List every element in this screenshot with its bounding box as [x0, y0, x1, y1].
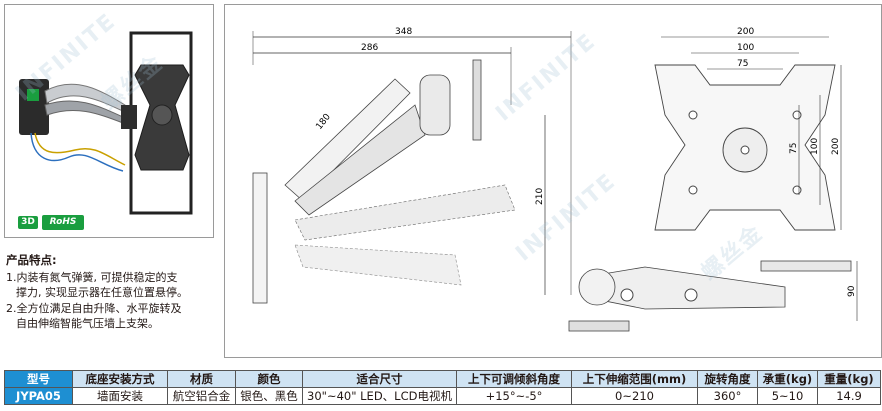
product-photo: INFINITE 螺丝金 [4, 4, 214, 238]
rotation-center [740, 145, 750, 155]
swivel-joint [121, 105, 137, 129]
spec-data-row: JYPA05 墙面安装 航空铝合金 银色、黑色 30"~40" LED、LCD电… [4, 387, 881, 405]
top-view-screw-1 [620, 288, 634, 302]
cell-size: 30"~40" LED、LCD电视机 [302, 387, 457, 405]
dim-180-label: 180 [314, 112, 333, 132]
top-view-screw-2 [684, 288, 698, 302]
cell-height-range: 0~210 [571, 387, 698, 405]
feature-2-line1: 2.全方位满足自由升降、水平旋转及 [6, 301, 182, 315]
mount-hole-tr [792, 110, 802, 120]
cell-base-mount: 墙面安装 [72, 387, 168, 405]
tilt-joint [151, 104, 173, 126]
top-view-wall-joint [578, 268, 616, 306]
badge-rohs: RoHS [42, 215, 84, 230]
dim-75h-label: 75 [789, 143, 799, 154]
dim-75w-label: 75 [737, 59, 748, 69]
header-material: 材质 [167, 370, 236, 388]
vesa-plate-side [472, 59, 482, 141]
top-view-wall-plate [568, 320, 630, 332]
dim-100h-label: 100 [810, 138, 820, 155]
product-photo-drawing [19, 31, 193, 215]
header-color: 颜色 [235, 370, 303, 388]
dim-90-label: 90 [847, 285, 857, 297]
wall-plate [19, 79, 49, 135]
technical-drawing: 348 286 180 210 200 100 75 75 [224, 4, 882, 358]
header-model: 型号 [4, 370, 73, 388]
product-features: 产品特点: 1.内装有氮气弹簧, 可提供稳定的支 撑力, 实现显示器在任意位置悬… [6, 253, 218, 332]
wall-plate-indicator [27, 89, 39, 101]
arm-mid-position [294, 104, 426, 216]
features-title: 产品特点: [6, 253, 57, 267]
cable-yellow [34, 132, 126, 166]
cell-color: 银色、黑色 [235, 387, 303, 405]
feature-1-line2: 撑力, 实现显示器在任意位置悬停。 [16, 286, 188, 299]
dim-200w-label: 200 [737, 27, 754, 37]
arm-horizontal-position [294, 184, 516, 241]
header-tilt: 上下可调倾斜角度 [456, 370, 572, 388]
arm-lower-position [294, 244, 462, 286]
tilt-head [419, 74, 451, 136]
cell-weight: 14.9 [817, 387, 881, 405]
cell-material: 航空铝合金 [167, 387, 236, 405]
spec-table: 型号 底座安装方式 材质 颜色 适合尺寸 上下可调倾斜角度 上下伸缩范围(mm)… [4, 370, 881, 405]
dim-286-label: 286 [361, 43, 378, 53]
feature-2-line2: 自由伸缩智能气压墙上支架。 [16, 317, 159, 330]
dim-100w-label: 100 [737, 43, 754, 53]
header-base-mount: 底座安装方式 [72, 370, 168, 388]
side-wall-plate [252, 172, 268, 304]
mount-hole-tl [688, 110, 698, 120]
mount-hole-br [792, 185, 802, 195]
top-view-plate [760, 260, 852, 272]
dim-210-label: 210 [535, 188, 545, 205]
cable-blue [30, 132, 124, 172]
arm-upper-position [284, 78, 411, 202]
header-weight: 重量(kg) [817, 370, 881, 388]
feature-1-line1: 1.内装有氮气弹簧, 可提供稳定的支 [6, 270, 178, 284]
dim-348-label: 348 [395, 27, 412, 37]
cell-tilt: +15°~-5° [456, 387, 572, 405]
technical-drawing-svg: 348 286 180 210 200 100 75 75 [252, 27, 858, 332]
header-height-range: 上下伸缩范围(mm) [571, 370, 698, 388]
header-size: 适合尺寸 [302, 370, 457, 388]
header-load: 承重(kg) [757, 370, 818, 388]
cell-load: 5~10 [757, 387, 818, 405]
dim-200h-label: 200 [831, 138, 841, 155]
cell-model: JYPA05 [4, 387, 73, 405]
mount-hole-bl [688, 185, 698, 195]
header-rotation: 旋转角度 [697, 370, 758, 388]
cell-rotation: 360° [697, 387, 758, 405]
badge-3d: 3D [18, 216, 38, 229]
spec-header-row: 型号 底座安装方式 材质 颜色 适合尺寸 上下可调倾斜角度 上下伸缩范围(mm)… [4, 370, 881, 388]
